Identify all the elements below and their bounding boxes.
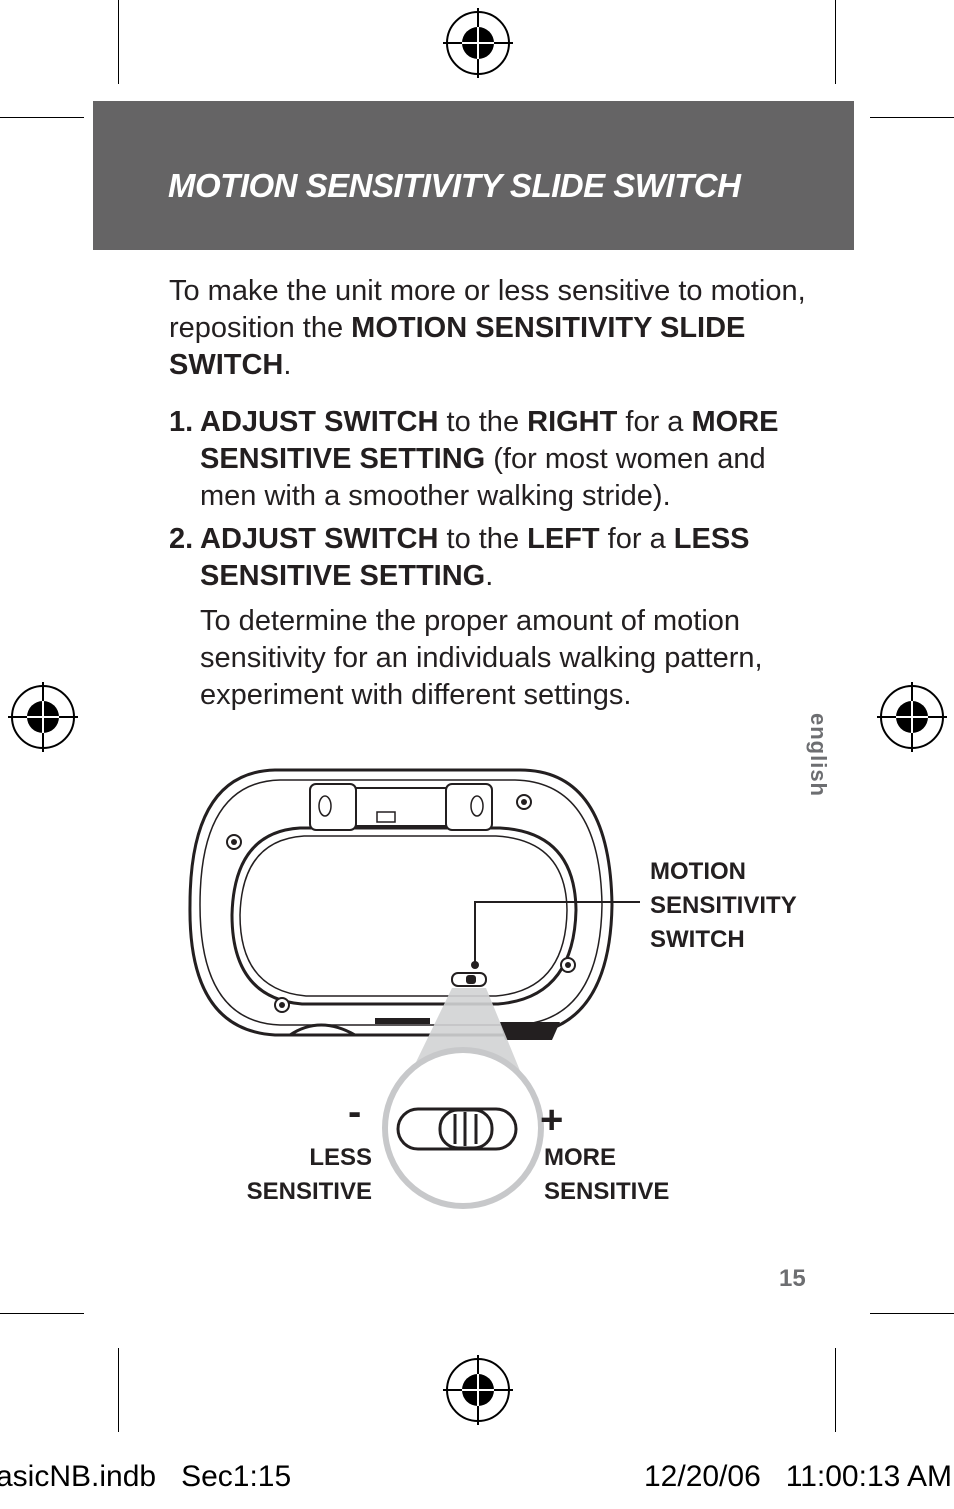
callout-line: MOTION bbox=[650, 858, 746, 885]
crop-mark bbox=[0, 1313, 84, 1314]
step-bold: LESS SENSITIVE SETTING bbox=[200, 523, 750, 592]
registration-mark-icon bbox=[877, 682, 947, 752]
crop-mark bbox=[835, 1348, 836, 1432]
callout-line: SENSITIVITY bbox=[650, 892, 797, 919]
intro-paragraph: To make the unit more or less sensitive … bbox=[169, 273, 809, 384]
crop-mark bbox=[870, 1313, 954, 1314]
plus-sign: + bbox=[540, 1098, 564, 1142]
registration-mark-icon bbox=[8, 682, 78, 752]
step-text-part: to the bbox=[438, 523, 528, 555]
crop-mark bbox=[0, 117, 84, 118]
step-text-part: for a bbox=[599, 523, 674, 555]
more-sensitive-label: MORE SENSITIVE bbox=[544, 1141, 669, 1209]
more-line: MORE bbox=[544, 1144, 616, 1171]
print-slug-file: asicNB.indb Sec1:15 bbox=[0, 1460, 292, 1493]
step-bold: MORE SENSITIVE SETTING bbox=[200, 406, 779, 475]
page-number: 15 bbox=[779, 1265, 806, 1292]
step-number: 2. bbox=[169, 523, 194, 555]
step-bold: ADJUST SWITCH bbox=[200, 523, 439, 555]
step-bold: LEFT bbox=[527, 523, 600, 555]
less-line: SENSITIVE bbox=[246, 1178, 372, 1205]
more-line: SENSITIVE bbox=[544, 1178, 670, 1205]
registration-mark-icon bbox=[443, 8, 513, 78]
crop-mark bbox=[118, 1348, 119, 1432]
step-text-part: for a bbox=[617, 406, 692, 438]
pedometer-illustration bbox=[188, 768, 640, 1209]
step-text-part: to the bbox=[438, 406, 528, 438]
switch-callout-label: MOTION SENSITIVITY SWITCH bbox=[650, 855, 797, 957]
crop-mark bbox=[835, 0, 836, 84]
step-text-part: (for most women and men with a smoother … bbox=[200, 443, 766, 512]
minus-sign: - bbox=[348, 1090, 362, 1134]
crop-mark bbox=[870, 117, 954, 118]
less-sensitive-label: LESS SENSITIVE bbox=[247, 1141, 372, 1209]
step-bold: ADJUST SWITCH bbox=[200, 406, 439, 438]
registration-mark-icon bbox=[443, 1355, 513, 1425]
intro-end: . bbox=[283, 349, 292, 381]
step-number: 1. bbox=[169, 406, 194, 438]
intro-bold: MOTION SENSITIVITY SLIDE SWITCH bbox=[169, 312, 746, 381]
crop-mark bbox=[118, 0, 119, 84]
note-paragraph: To determine the proper amount of motion… bbox=[200, 605, 763, 711]
language-tab-label: english bbox=[806, 712, 831, 797]
step-text: ADJUST SWITCH to the RIGHT for a MORE SE… bbox=[200, 404, 810, 515]
step-text: ADJUST SWITCH to the LEFT for a LESS SEN… bbox=[200, 521, 810, 595]
less-line: LESS bbox=[309, 1144, 372, 1171]
callout-line: SWITCH bbox=[650, 926, 745, 953]
print-slug-date: 12/20/06 11:00:13 AM bbox=[643, 1460, 952, 1493]
section-banner: MOTION SENSITIVITY SLIDE SWITCH bbox=[93, 101, 854, 250]
intro-text: To make the unit more or less sensitive … bbox=[169, 275, 806, 344]
step-text-part: . bbox=[485, 560, 494, 592]
step-bold: RIGHT bbox=[527, 406, 618, 438]
section-title: MOTION SENSITIVITY SLIDE SWITCH bbox=[168, 167, 741, 204]
